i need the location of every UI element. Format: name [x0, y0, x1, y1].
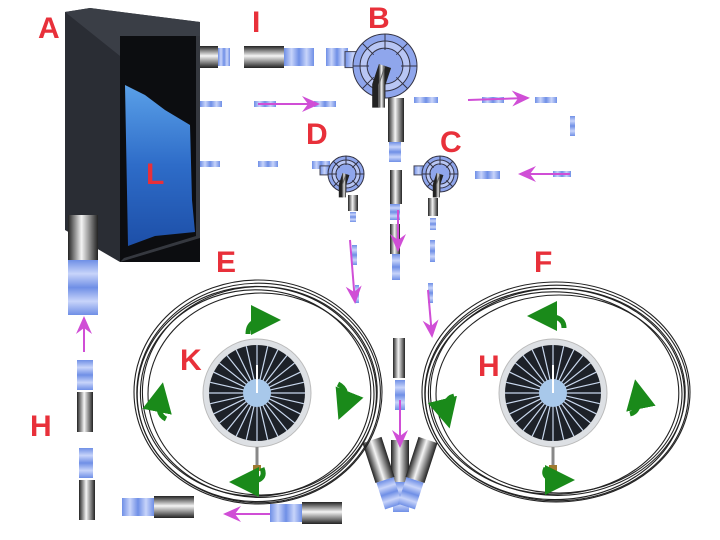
pipe-connector [270, 504, 302, 522]
pipe-segment [302, 502, 342, 524]
liquid [125, 85, 195, 246]
label-right-pump: C [440, 126, 462, 159]
label-left-fan: K [180, 344, 202, 377]
pipe-connector [122, 498, 154, 516]
pipe-connector [326, 48, 348, 66]
label-tank: A [38, 12, 60, 45]
rotation-arrow [626, 379, 656, 417]
tank [65, 8, 200, 262]
outlet-pipe [397, 436, 438, 510]
rotation-arrow [142, 382, 172, 422]
large-pump [344, 33, 418, 108]
pipe-segment [391, 440, 409, 482]
fans [202, 338, 608, 471]
pumps [319, 33, 459, 198]
pipe-segment [393, 338, 405, 378]
pipe-connector [68, 260, 98, 315]
pipe-segment [348, 195, 358, 211]
pipe-connector [430, 240, 435, 262]
pipe-segment [390, 170, 402, 204]
pipe-segment [154, 496, 194, 518]
pipe-segment [388, 98, 404, 142]
label-right-chamber: F [534, 246, 552, 279]
label-left-pipe: H [30, 410, 52, 443]
right-fan [498, 338, 608, 471]
rotation-arrow [527, 301, 567, 332]
pipe-connector [258, 161, 278, 167]
pipe-connector [414, 97, 438, 103]
rotation-arrow [245, 305, 281, 336]
rotation-arrow [335, 381, 364, 420]
rotation-arrow [542, 464, 575, 495]
flow-arrows [76, 90, 656, 522]
pipes [68, 46, 575, 524]
pipe-connector [200, 161, 220, 167]
flow-arrow [467, 90, 530, 107]
left-pump [319, 155, 365, 198]
pipe-connector [389, 142, 401, 162]
pipe-connector [535, 97, 557, 103]
pipe-segment [77, 392, 93, 432]
pipe-connector [314, 101, 336, 107]
pipe-connector [430, 218, 436, 230]
outlet-pipe [362, 436, 403, 510]
flow-arrow [422, 289, 439, 338]
label-large-pump: B [368, 2, 390, 35]
label-left-chamber: E [216, 246, 236, 279]
pipe-connector [284, 48, 314, 66]
pipe-segment [79, 480, 95, 520]
left-fan [202, 338, 312, 471]
pipe-connector [200, 101, 222, 107]
rotation-arrow [427, 393, 457, 429]
pipe-connector [350, 212, 356, 222]
pipe-segment [68, 215, 98, 265]
right-pump [413, 155, 459, 198]
pipe-connector [352, 245, 357, 265]
label-right-fan: H [478, 350, 500, 383]
pipe-connector [312, 161, 330, 169]
rotation-arrow [229, 466, 266, 497]
pipe-connector [392, 254, 400, 280]
pipe-connector [77, 360, 93, 390]
pipe-segment [200, 46, 218, 68]
flow-arrow [345, 239, 362, 304]
label-liquid: L [146, 158, 164, 191]
pipe-connector [570, 116, 575, 136]
pipe-segment [244, 46, 284, 68]
pipe-connector [428, 283, 433, 303]
pipe-segment [428, 198, 438, 216]
label-top-pipe: I [252, 6, 260, 39]
pipe-connector [395, 380, 405, 410]
label-left-pump: D [306, 118, 328, 151]
pipe-connector [475, 171, 500, 179]
pipe-connector [218, 48, 230, 66]
pipe-connector [79, 448, 93, 478]
pipe-connector [390, 204, 400, 220]
